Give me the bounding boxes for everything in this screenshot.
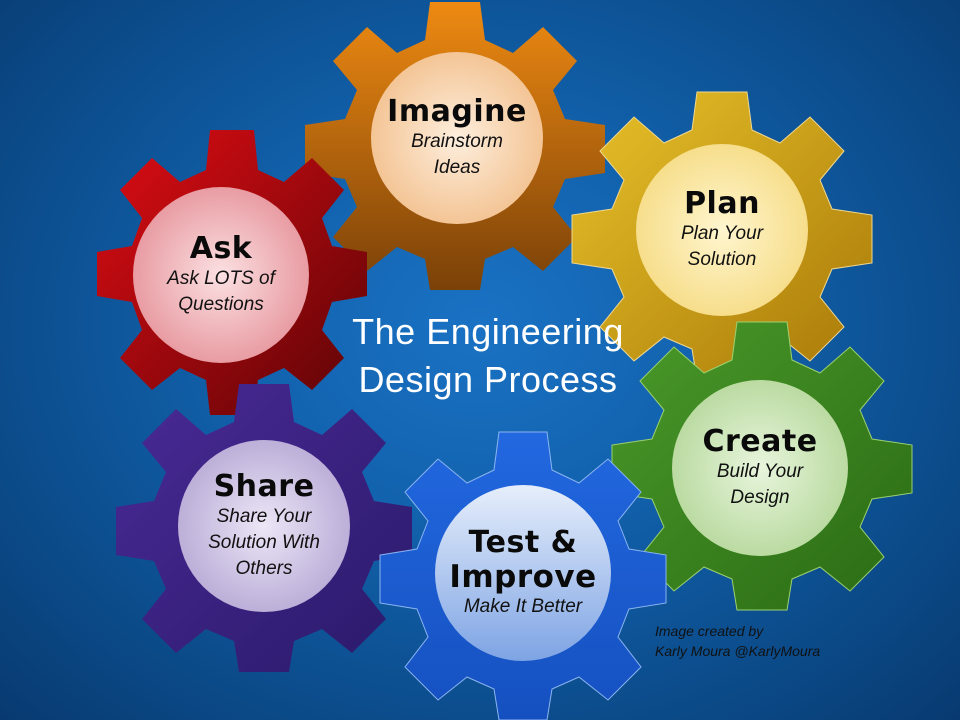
step-title-line2: Improve [449,559,597,595]
step-desc: Ask LOTS of [167,268,275,289]
step-desc: Plan Your [680,223,764,244]
step-desc: Solution With [208,532,320,553]
diagram-title: The Engineering Design Process [318,308,658,404]
title-line-1: The Engineering [352,311,624,352]
gear-imagine: Imagine Brainstorm Ideas [305,0,605,290]
title-line-2: Design Process [358,359,618,400]
step-desc: Questions [178,294,264,315]
image-credit: Image created by Karly Moura @KarlyMoura [655,621,820,661]
step-title: Create [702,424,818,459]
step-desc: Ideas [433,157,481,178]
step-title: Ask [189,231,253,266]
step-desc: Make It Better [463,596,583,617]
hub-ask: Ask Ask LOTS of Questions [133,187,309,363]
step-title: Plan [684,186,760,221]
step-title: Share [213,469,315,504]
hub-create: Create Build Your Design [672,380,848,556]
hub-test-improve: Test & Improve Make It Better [435,485,611,661]
credit-line-2: Karly Moura @KarlyMoura [655,643,821,659]
step-desc: Build Your [716,461,804,482]
step-desc: Share Your [216,506,312,527]
gear-ask: Ask Ask LOTS of Questions [97,125,367,415]
step-title: Imagine [387,94,527,129]
step-title: Test & [468,525,578,560]
hub-imagine: Imagine Brainstorm Ideas [371,52,543,224]
step-desc: Brainstorm [411,131,503,152]
hub-share: Share Share Your Solution With Others [178,440,350,612]
step-desc: Others [235,558,293,579]
step-desc: Solution [687,249,757,270]
hub-plan: Plan Plan Your Solution [636,144,808,316]
gear-share: Share Share Your Solution With Others [116,382,412,672]
step-desc: Design [730,487,790,508]
credit-line-1: Image created by [655,623,764,639]
gear-plan: Plan Plan Your Solution [571,90,873,381]
gear-create: Create Build Your Design [611,320,913,611]
gear-test-improve: Test & Improve Make It Better [379,430,667,720]
